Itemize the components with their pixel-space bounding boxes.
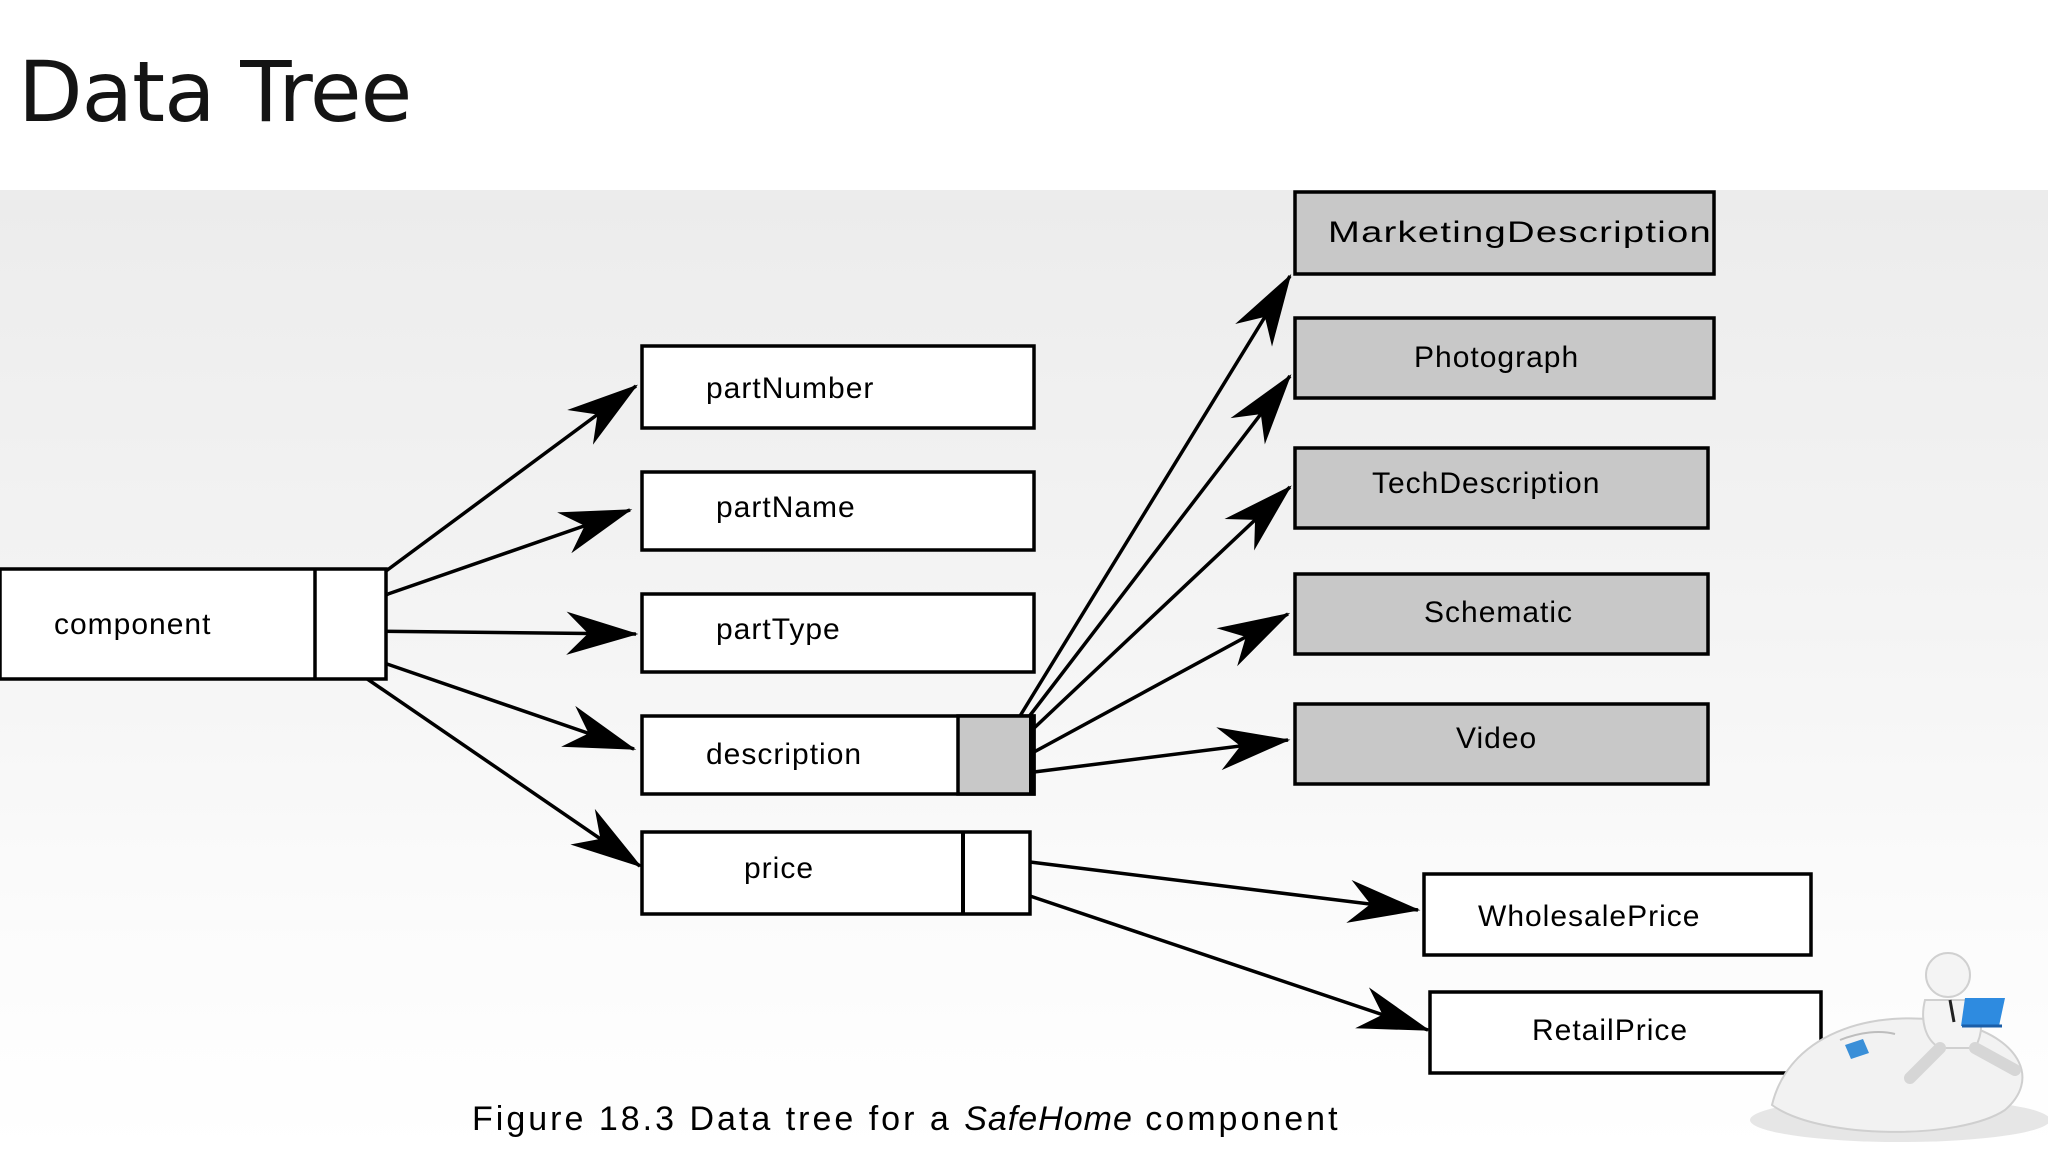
node-label-price: price — [744, 852, 814, 885]
node-label-description: description — [706, 738, 862, 771]
node-wholesalePrice: WholesalePrice — [1422, 872, 1813, 957]
node-label-component: component — [54, 608, 211, 641]
edge-component-partName — [387, 508, 633, 596]
caption-italic: SafeHome — [964, 1100, 1133, 1138]
node-label-photograph: Photograph — [1414, 341, 1579, 374]
node-label-marketingDescription: MarketingDescription — [1328, 216, 1712, 249]
edges-component — [351, 384, 642, 868]
node-marketingDescription: MarketingDescription — [1293, 190, 1716, 276]
edge-component-partNumber — [384, 384, 638, 573]
caption-suffix: component — [1132, 1100, 1341, 1138]
node-partType: partType — [640, 592, 1036, 674]
node-photograph: Photograph — [1293, 316, 1716, 400]
slide-header: Data Tree — [0, 0, 2048, 190]
edge-description-techDescription — [1030, 485, 1292, 732]
node-description: description — [640, 714, 1036, 796]
edge-description-photograph — [1026, 374, 1292, 720]
node-techDescription: TechDescription — [1293, 446, 1710, 530]
node-label-video: Video — [1456, 722, 1537, 755]
figure-caption: Figure 18.3 Data tree for a SafeHome com… — [472, 1100, 1672, 1139]
node-label-partType: partType — [716, 613, 841, 646]
edge-description-video — [1033, 727, 1291, 774]
node-partName: partName — [640, 470, 1036, 552]
edge-price-retailPrice — [1029, 894, 1431, 1032]
node-label-retailPrice: RetailPrice — [1532, 1014, 1688, 1047]
node-label-partNumber: partNumber — [706, 372, 874, 405]
edge-price-wholesalePrice — [1029, 860, 1421, 923]
node-label-schematic: Schematic — [1424, 596, 1573, 629]
node-label-wholesalePrice: WholesalePrice — [1478, 900, 1700, 933]
caption-prefix: Figure 18.3 Data tree for a — [472, 1100, 965, 1138]
node-label-partName: partName — [716, 491, 856, 524]
node-video: Video — [1293, 702, 1710, 786]
edge-component-partType — [351, 611, 639, 655]
edge-description-marketingDescription — [1018, 273, 1292, 717]
node-partNumber: partNumber — [640, 344, 1036, 430]
node-label-techDescription: TechDescription — [1372, 467, 1600, 500]
edges-price — [1029, 860, 1431, 1032]
node-price: price — [640, 830, 1032, 916]
edge-component-price — [359, 672, 642, 868]
node-component: component — [0, 567, 388, 681]
slide-title: Data Tree — [18, 43, 412, 141]
edge-component-description — [357, 652, 637, 751]
edges-description — [1018, 273, 1292, 774]
edge-description-schematic — [1033, 612, 1291, 754]
node-schematic: Schematic — [1293, 572, 1710, 656]
person-on-mouse-illustration — [1750, 952, 2048, 1142]
node-retailPrice: RetailPrice — [1428, 990, 1823, 1075]
